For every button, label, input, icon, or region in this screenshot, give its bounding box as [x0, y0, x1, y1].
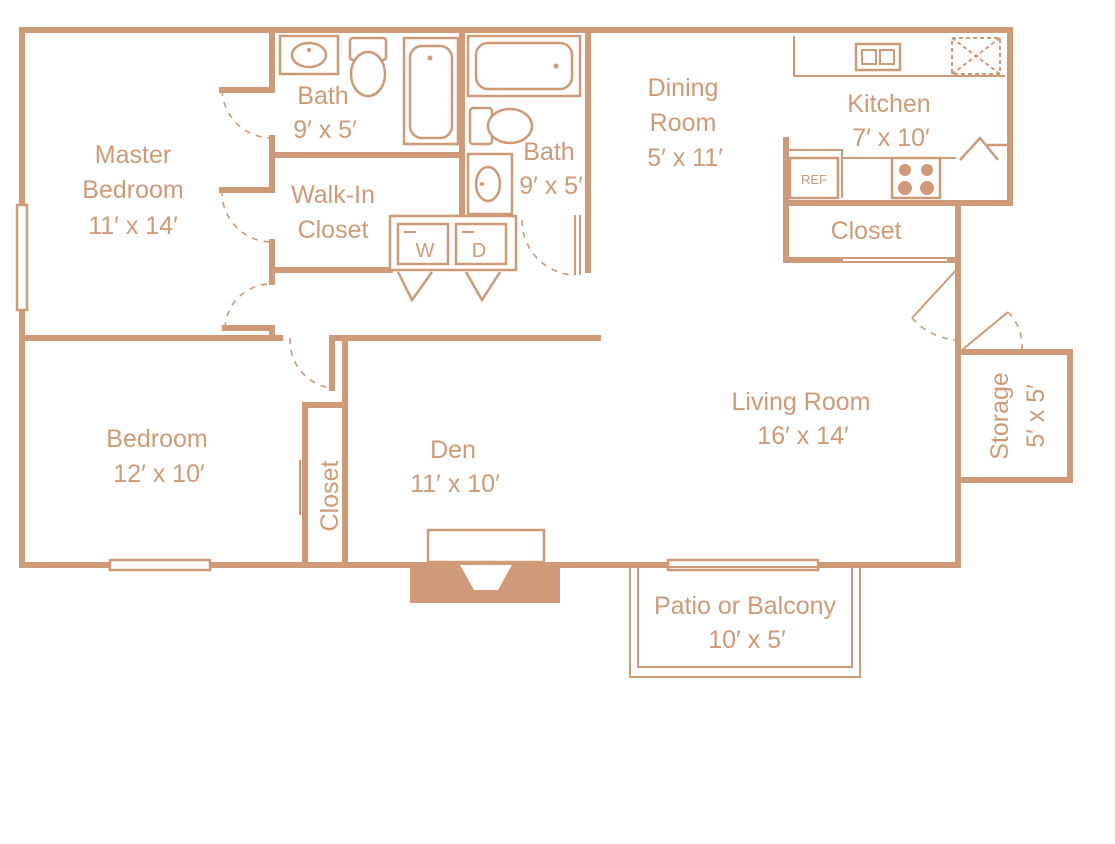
room-labels: Master Bedroom 11′ x 14′ Bath 9′ x 5′ Ba…	[82, 74, 1050, 654]
bath-1-name: Bath	[297, 82, 348, 110]
walk-in-closet-name-1: Walk-In	[291, 181, 375, 209]
bedroom-name: Bedroom	[106, 425, 207, 453]
laundry: W D	[388, 214, 518, 303]
den-size: 11′ x 10′	[410, 470, 500, 498]
patio	[629, 566, 861, 678]
storage-name: Storage	[986, 372, 1014, 460]
master-bedroom-name-1: Master	[95, 141, 171, 169]
bedroom-closet-name: Closet	[316, 461, 344, 532]
living-room-size: 16′ x 14′	[757, 422, 849, 450]
kitchen-closet-name: Closet	[831, 217, 902, 245]
fireplace	[410, 528, 560, 603]
den-name: Den	[430, 436, 476, 464]
bath-1-size: 9′ x 5′	[293, 116, 357, 144]
storage-size: 5′ x 5′	[1022, 384, 1050, 448]
dryer-label: D	[472, 240, 486, 262]
kitchen-fixtures: REF	[786, 36, 1008, 200]
bath-2-fixtures	[466, 34, 582, 216]
door-swings	[221, 89, 1024, 515]
patio-size: 10′ x 5′	[708, 626, 786, 654]
kitchen-name: Kitchen	[847, 90, 930, 118]
refrigerator-label: REF	[801, 172, 827, 187]
dining-room-name-2: Room	[650, 109, 717, 137]
bedroom-size: 12′ x 10′	[113, 460, 205, 488]
windows	[15, 203, 820, 572]
bath-2-name: Bath	[523, 138, 574, 166]
master-bedroom-size: 11′ x 14′	[88, 212, 178, 240]
interior-walls	[19, 27, 961, 568]
patio-name: Patio or Balcony	[654, 592, 837, 620]
living-room-name: Living Room	[732, 388, 871, 416]
washer-label: W	[416, 240, 435, 262]
dining-room-size: 5′ x 11′	[647, 144, 723, 172]
walk-in-closet-name-2: Closet	[298, 216, 369, 244]
bath-2-size: 9′ x 5′	[519, 172, 583, 200]
kitchen-size: 7′ x 10′	[852, 124, 930, 152]
bath-1-fixtures	[278, 34, 460, 146]
dining-room-name-1: Dining	[648, 74, 719, 102]
master-bedroom-name-2: Bedroom	[82, 176, 183, 204]
